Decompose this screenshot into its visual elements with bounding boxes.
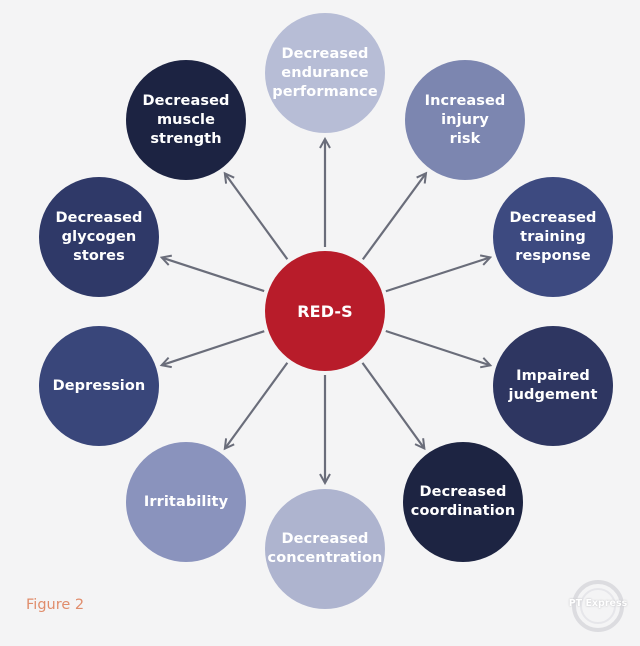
watermark-logo: PT Express	[562, 578, 634, 634]
node-coordination: Decreased coordination	[403, 442, 523, 562]
node-endurance: Decreased endurance performance	[265, 13, 385, 133]
node-muscle: Decreased muscle strength	[126, 60, 246, 180]
arrow-to-glycogen	[162, 258, 265, 293]
node-judgement: Impaired judgement	[493, 326, 613, 446]
arrow-to-muscle	[225, 173, 289, 260]
figure-caption: Figure 2	[26, 597, 85, 613]
arrow-to-injury	[361, 173, 426, 261]
node-endurance-label: Decreased endurance performance	[272, 45, 378, 100]
arrow-to-depression	[162, 330, 265, 365]
arrow-to-coordination	[361, 362, 424, 449]
node-coordination-label: Decreased coordination	[410, 484, 516, 519]
node-red-s-center-label: RED-S	[297, 301, 353, 321]
node-glycogen-label: Decreased glycogen stores	[55, 209, 143, 264]
node-concentration-label: Decreased concentration	[267, 531, 383, 566]
node-injury: Increased injury risk	[405, 60, 525, 180]
watermark-text: PT Express	[568, 598, 628, 609]
arrows-group	[162, 139, 491, 483]
watermark-ring-icon	[572, 580, 624, 632]
node-training-label: Decreased training response	[509, 209, 597, 264]
node-judgement-label: Impaired judgement	[508, 368, 598, 403]
arrow-to-judgement	[385, 329, 491, 365]
arrow-to-irritability	[225, 362, 289, 449]
arrow-to-training	[385, 257, 490, 293]
node-training: Decreased training response	[493, 177, 613, 297]
node-muscle-label: Decreased muscle strength	[142, 92, 230, 147]
node-injury-label: Increased injury risk	[424, 92, 506, 147]
node-depression-label: Depression	[52, 377, 146, 394]
node-irritability-label: Irritability	[143, 493, 229, 510]
node-irritability: Irritability	[126, 442, 246, 562]
node-depression: Depression	[39, 326, 159, 446]
node-glycogen: Decreased glycogen stores	[39, 177, 159, 297]
node-red-s-center: RED-S	[265, 251, 385, 371]
node-concentration: Decreased concentration	[265, 489, 385, 609]
